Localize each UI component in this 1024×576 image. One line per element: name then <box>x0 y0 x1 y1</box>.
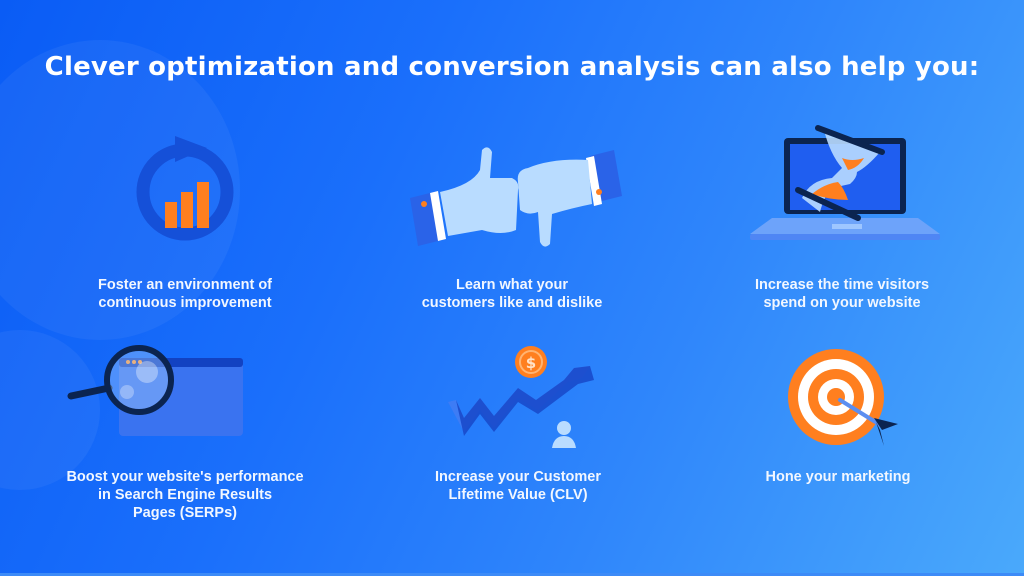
card-label: Increase the time visitors spend on your… <box>754 277 930 311</box>
cycle-bar-chart-icon <box>35 130 335 250</box>
svg-text:$: $ <box>526 354 536 372</box>
card-label: Increase your Customer Lifetime Value (C… <box>434 469 601 503</box>
page-title: Clever optimization and conversion analy… <box>44 52 980 82</box>
magnifier-browser-icon <box>35 340 335 440</box>
bottom-border <box>0 573 1024 576</box>
card-label: Foster an environment of continuous impr… <box>97 277 273 311</box>
card-label: Hone your marketing <box>765 469 911 485</box>
thumbs-up-down-icon <box>362 130 662 260</box>
card-label: Learn what your customers like and disli… <box>421 277 603 311</box>
card-label: Boost your website's performance in Sear… <box>66 469 304 521</box>
growth-arrow-coin-icon: $ <box>368 340 668 450</box>
laptop-hourglass-icon <box>692 122 992 252</box>
target-dart-icon <box>688 340 988 450</box>
